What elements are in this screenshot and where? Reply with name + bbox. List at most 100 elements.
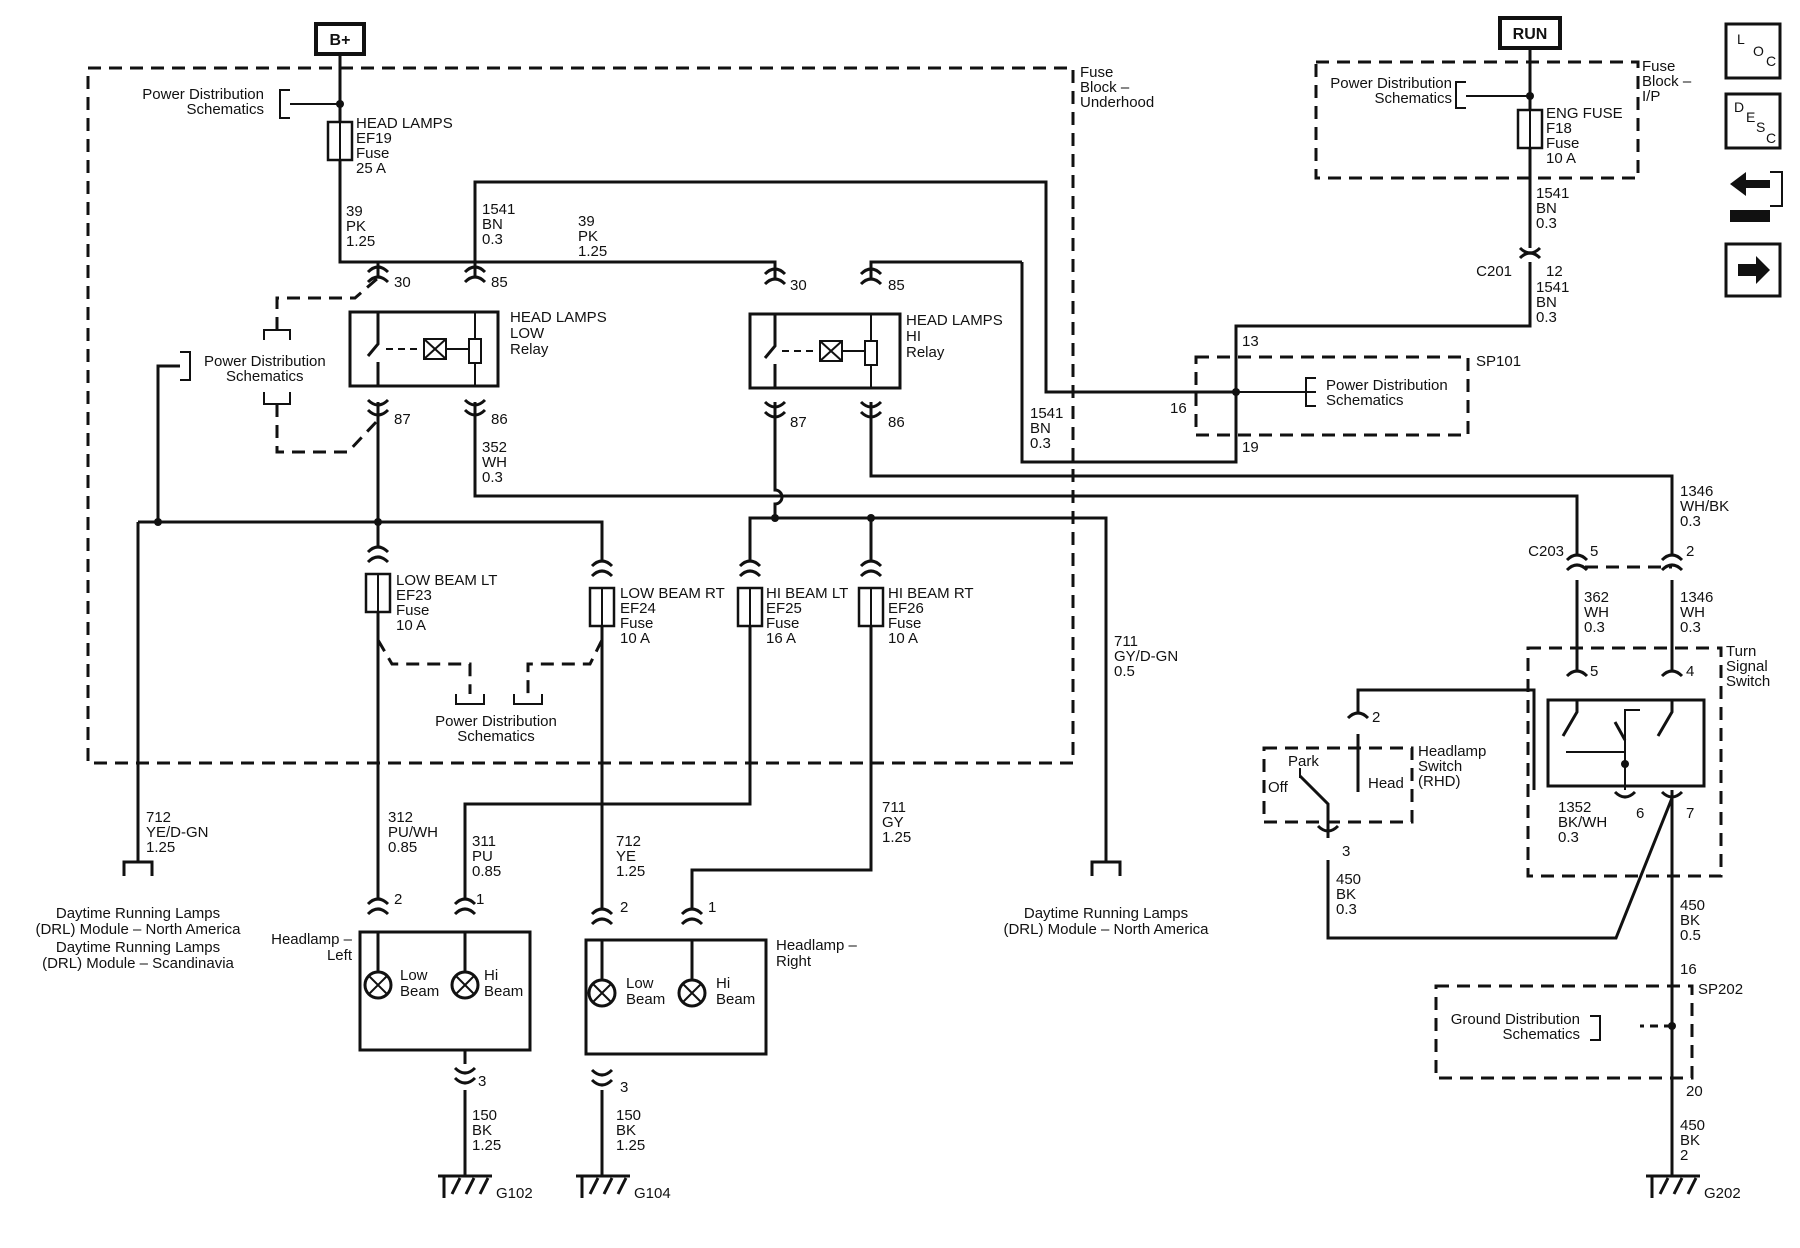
svg-text:2: 2	[1680, 1147, 1688, 1164]
svg-text:Power Distribution: Power Distribution	[142, 86, 264, 103]
svg-text:1.25: 1.25	[472, 1137, 501, 1154]
svg-text:0.5: 0.5	[1114, 663, 1135, 680]
fuse-ef23	[364, 572, 392, 614]
sp101-outline	[1194, 355, 1470, 437]
svg-text:311: 311	[472, 833, 496, 850]
ground-g104-label: G104	[634, 1185, 671, 1202]
svg-text:EF25: EF25	[766, 600, 802, 617]
ground-g102-label: G102	[496, 1185, 533, 1202]
svg-text:150: 150	[472, 1107, 497, 1124]
pin-label: 85	[491, 274, 508, 291]
svg-text:(DRL) Module – North America: (DRL) Module – North America	[1003, 921, 1209, 938]
fuse-block-ip-label: Fuse Block – I/P	[1642, 58, 1692, 105]
svg-text:39: 39	[578, 213, 595, 230]
svg-text:150: 150	[616, 1107, 641, 1124]
connector-icon[interactable]	[1730, 171, 1783, 222]
svg-text:YE: YE	[616, 848, 636, 865]
svg-text:Hi: Hi	[484, 967, 498, 984]
run-terminal: RUN	[1498, 16, 1562, 50]
svg-text:Power Distribution: Power Distribution	[435, 713, 557, 730]
drl-left-label: Daytime Running Lamps (DRL) Module – Nor…	[35, 905, 241, 972]
svg-text:BK: BK	[472, 1122, 492, 1139]
svg-text:10 A: 10 A	[888, 630, 918, 647]
svg-text:LOW BEAM LT: LOW BEAM LT	[396, 572, 497, 589]
svg-text:YE/D-GN: YE/D-GN	[146, 824, 209, 841]
svg-text:Schematics: Schematics	[226, 368, 304, 385]
splice-sp202: SP202	[1698, 981, 1743, 998]
svg-text:PU/WH: PU/WH	[388, 824, 438, 841]
svg-text:BK: BK	[1336, 886, 1356, 903]
splice-dots	[154, 92, 1676, 1030]
drl-right-bar	[1090, 860, 1122, 876]
svg-text:BN: BN	[482, 216, 503, 233]
svg-text:Beam: Beam	[484, 983, 523, 1000]
svg-text:BK: BK	[1680, 912, 1700, 929]
svg-text:712: 712	[616, 833, 641, 850]
head-lamps-hi-relay	[748, 312, 902, 390]
pin-label: 87	[394, 411, 411, 428]
svg-text:Fuse: Fuse	[1642, 58, 1675, 75]
pin-label: 2	[394, 891, 402, 908]
fuse-ef26-label: HI BEAM RT EF26 Fuse 10 A	[888, 585, 974, 647]
pin-label: 12	[1546, 263, 1563, 280]
svg-text:Low: Low	[400, 967, 428, 984]
drl-left-bar	[122, 860, 154, 876]
connector-cups	[366, 246, 1684, 1087]
svg-text:Fuse: Fuse	[888, 615, 921, 632]
svg-text:450: 450	[1680, 1117, 1705, 1134]
desc-icon[interactable]: D E S C	[1724, 92, 1782, 150]
svg-text:Hi: Hi	[716, 975, 730, 992]
loc-icon[interactable]: L O C	[1724, 22, 1782, 80]
svg-text:BN: BN	[1536, 294, 1557, 311]
svg-text:LOW BEAM RT: LOW BEAM RT	[620, 585, 725, 602]
svg-text:WH: WH	[1680, 604, 1705, 621]
svg-text:WH/BK: WH/BK	[1680, 498, 1729, 515]
svg-text:Left: Left	[327, 947, 353, 964]
turn-signal-switch-label: Turn Signal Switch	[1726, 643, 1770, 690]
pin-label: 2	[1686, 543, 1694, 560]
head-lamps-low-relay	[348, 310, 500, 388]
svg-text:712: 712	[146, 809, 171, 826]
fuse-ef23-label: LOW BEAM LT EF23 Fuse 10 A	[396, 572, 497, 634]
turn-signal-switch	[1546, 698, 1706, 790]
svg-text:O: O	[1753, 43, 1764, 59]
switch-off-label: Off	[1268, 779, 1289, 796]
arrow-right-icon[interactable]	[1724, 242, 1782, 298]
svg-text:1.25: 1.25	[616, 863, 645, 880]
svg-text:Power Distribution: Power Distribution	[1326, 377, 1448, 394]
power-dist-label-3: Power Distribution Schematics	[204, 353, 326, 385]
svg-text:0.3: 0.3	[1536, 309, 1557, 326]
svg-text:PU: PU	[472, 848, 493, 865]
svg-text:(DRL) Module – Scandinavia: (DRL) Module – Scandinavia	[42, 955, 234, 972]
svg-text:Signal: Signal	[1726, 658, 1768, 675]
svg-text:1.25: 1.25	[346, 233, 375, 250]
pin-label: 3	[620, 1079, 628, 1096]
ground-g202-label: G202	[1704, 1185, 1741, 1202]
svg-text:450: 450	[1680, 897, 1705, 914]
svg-text:0.3: 0.3	[1584, 619, 1605, 636]
svg-text:1346: 1346	[1680, 589, 1713, 606]
svg-text:1541: 1541	[1536, 279, 1569, 296]
svg-text:Fuse: Fuse	[356, 145, 389, 162]
headlamp-switch-outline	[1262, 746, 1414, 824]
svg-text:352: 352	[482, 439, 507, 456]
svg-text:D: D	[1734, 99, 1744, 115]
svg-text:1541: 1541	[482, 201, 515, 218]
svg-text:Power Distribution: Power Distribution	[204, 353, 326, 370]
svg-text:EF23: EF23	[396, 587, 432, 604]
svg-text:10 A: 10 A	[396, 617, 426, 634]
svg-text:EF26: EF26	[888, 600, 924, 617]
svg-text:EF19: EF19	[356, 130, 392, 147]
svg-text:F18: F18	[1546, 120, 1572, 137]
svg-text:Power Distribution: Power Distribution	[1330, 75, 1452, 92]
